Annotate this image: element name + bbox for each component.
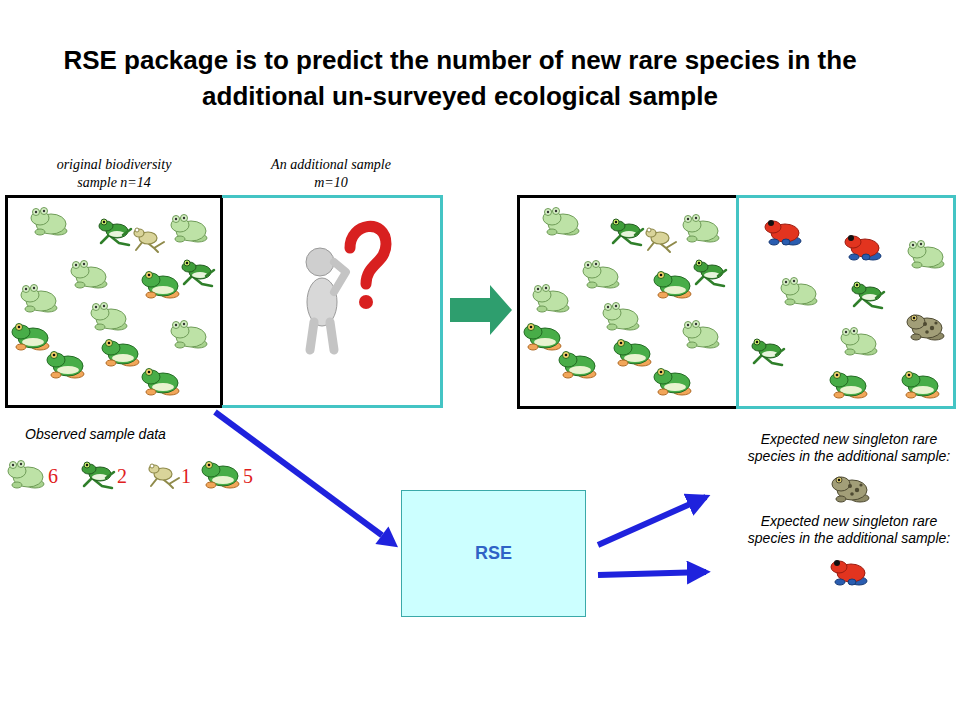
left-sample-frogs (12, 208, 214, 396)
question-person (306, 226, 386, 350)
process-box: RSE (401, 490, 586, 617)
output-arrow (598, 497, 706, 545)
sample-box: original biodiversity sample n=14 (5, 195, 223, 408)
flow-arrow (215, 412, 398, 547)
result-additional-frogs (752, 220, 944, 398)
title: RSE package is to predict the number of … (5, 42, 915, 114)
result-original-frogs (524, 208, 726, 396)
count-number: 2 (117, 464, 141, 488)
red-frog-icon (831, 560, 867, 585)
sample-heading: An additional sample m=10 (261, 156, 401, 192)
output-caption: Expected new singleton rare species in t… (740, 431, 958, 465)
result-additional-box (738, 197, 955, 408)
count-icons (8, 461, 239, 489)
sample-heading: original biodiversity sample n=14 (39, 156, 189, 192)
output-arrow (598, 572, 706, 575)
node-label: RSE (475, 543, 512, 564)
toad-icon (832, 477, 869, 502)
flow-line (215, 412, 382, 535)
result-original-box (519, 197, 738, 408)
count-number: 1 (181, 464, 205, 488)
sample-box: An additional sample m=10 (222, 195, 443, 408)
result-arrow (450, 285, 512, 335)
sample-caption: Observed sample data (25, 425, 225, 443)
arrowhead (375, 526, 398, 547)
count-number: 5 (243, 464, 267, 488)
output-caption: Expected new singleton rare species in t… (740, 513, 958, 547)
count-number: 6 (48, 464, 72, 488)
